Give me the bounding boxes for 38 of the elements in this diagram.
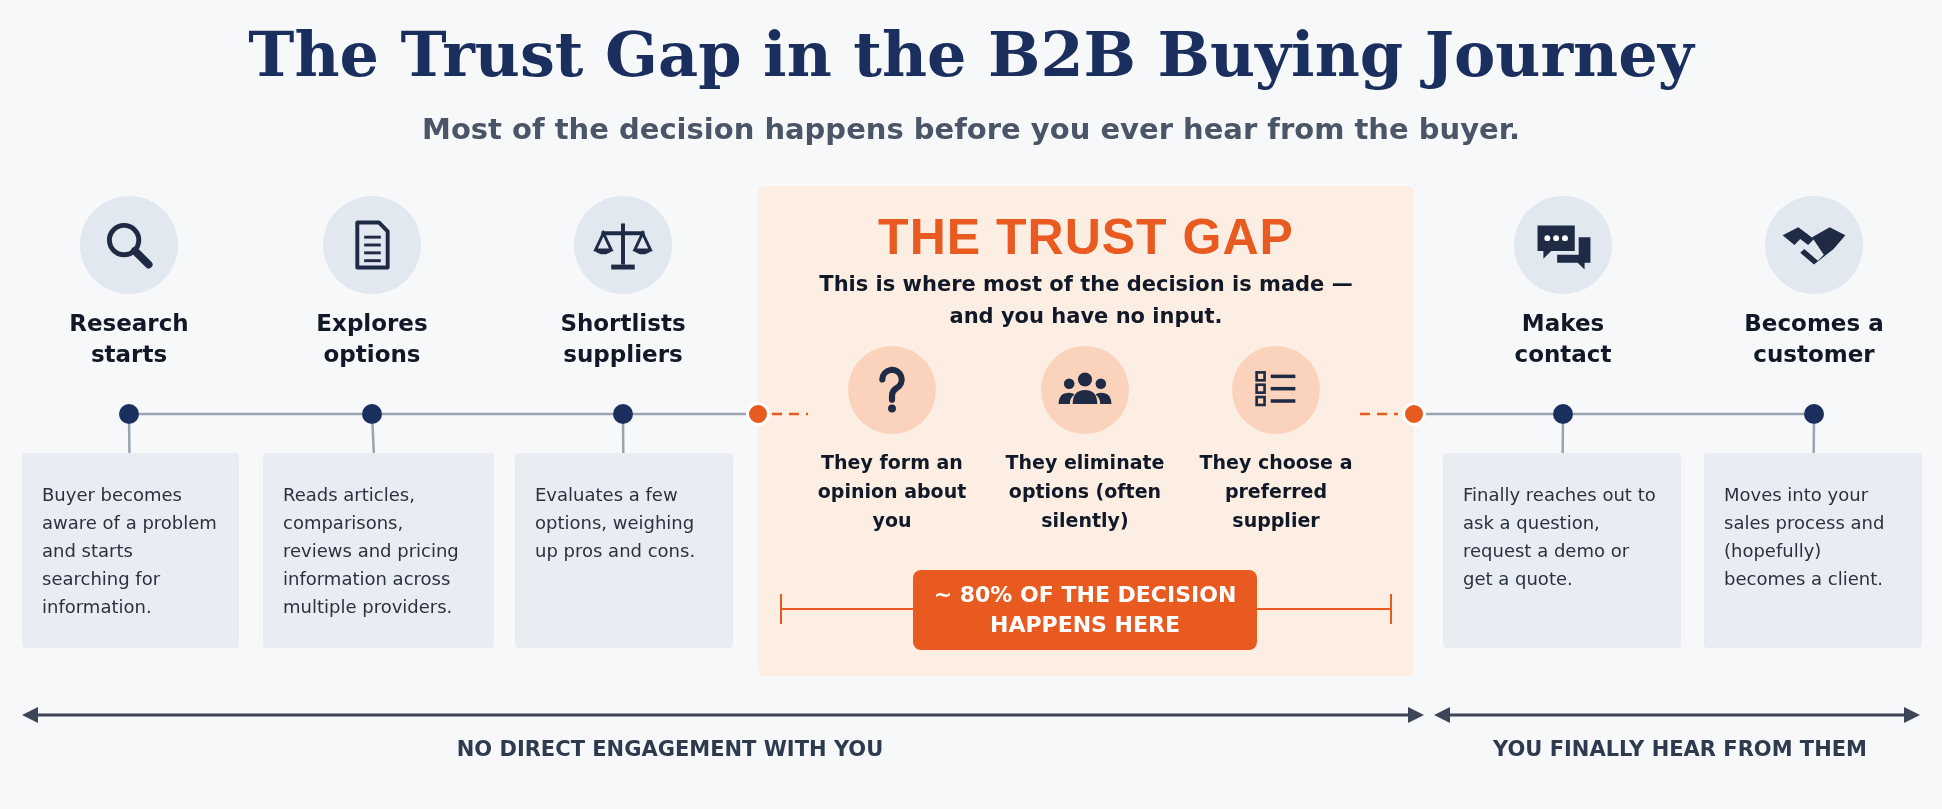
timeline-dot bbox=[1553, 404, 1573, 424]
stage-heading: Research starts bbox=[68, 309, 190, 369]
timeline-dot bbox=[746, 402, 770, 426]
timeline-dot bbox=[1402, 402, 1426, 426]
connector-line bbox=[382, 412, 613, 416]
subtitle: Most of the decision happens before you ever hear from the buyer. bbox=[421, 112, 1521, 146]
stage-heading: Shortlists suppliers bbox=[559, 309, 687, 369]
connector-line bbox=[371, 423, 376, 454]
highlight-panel bbox=[758, 186, 1414, 676]
stage-heading: Becomes a customer bbox=[1743, 309, 1885, 369]
connector-line bbox=[1573, 412, 1804, 416]
span-label: YOU FINALLY HEAR FROM THEM bbox=[1491, 737, 1868, 761]
connector-line bbox=[633, 412, 746, 416]
connector-line bbox=[127, 424, 131, 453]
timeline-dot bbox=[119, 404, 139, 424]
stage-heading: Explores options bbox=[315, 309, 429, 369]
description-card: Finally reaches out to ask a question, request a demo or get a quote. bbox=[1443, 453, 1681, 648]
connector-line bbox=[1426, 412, 1553, 416]
timeline-dot bbox=[613, 404, 633, 424]
highlight-badge: ~ 80% OF THE DECISION HAPPENS HERE bbox=[913, 570, 1257, 650]
panel-title: THE TRUST GAP bbox=[877, 208, 1295, 266]
description-card: Evaluates a few options, weighing up pros and cons. bbox=[515, 453, 733, 648]
timeline-dot bbox=[362, 404, 382, 424]
description-card: Reads articles, comparisons, reviews and pricing information across multiple providers. bbox=[263, 453, 494, 648]
title: The Trust Gap in the B2B Buying Journey bbox=[247, 18, 1697, 91]
connector-line bbox=[139, 412, 362, 416]
step-text: They choose a preferred supplier bbox=[1198, 450, 1354, 533]
connector-line bbox=[1812, 424, 1816, 453]
step-text: They form an opinion about you bbox=[816, 450, 968, 533]
step-text: They eliminate options (often silently) bbox=[1004, 450, 1166, 533]
panel-subtitle: This is where most of the decision is made — and you have no input. bbox=[818, 271, 1354, 330]
connector-line bbox=[1561, 424, 1565, 453]
connector-line bbox=[621, 424, 625, 453]
description-card: Buyer becomes aware of a problem and starts searching for information. bbox=[22, 453, 239, 648]
span-label: NO DIRECT ENGAGEMENT WITH YOU bbox=[455, 737, 885, 761]
stage-heading: Makes contact bbox=[1513, 309, 1613, 369]
description-card: Moves into your sales process and (hopefully) becomes a client. bbox=[1704, 453, 1922, 648]
timeline-dot bbox=[1804, 404, 1824, 424]
